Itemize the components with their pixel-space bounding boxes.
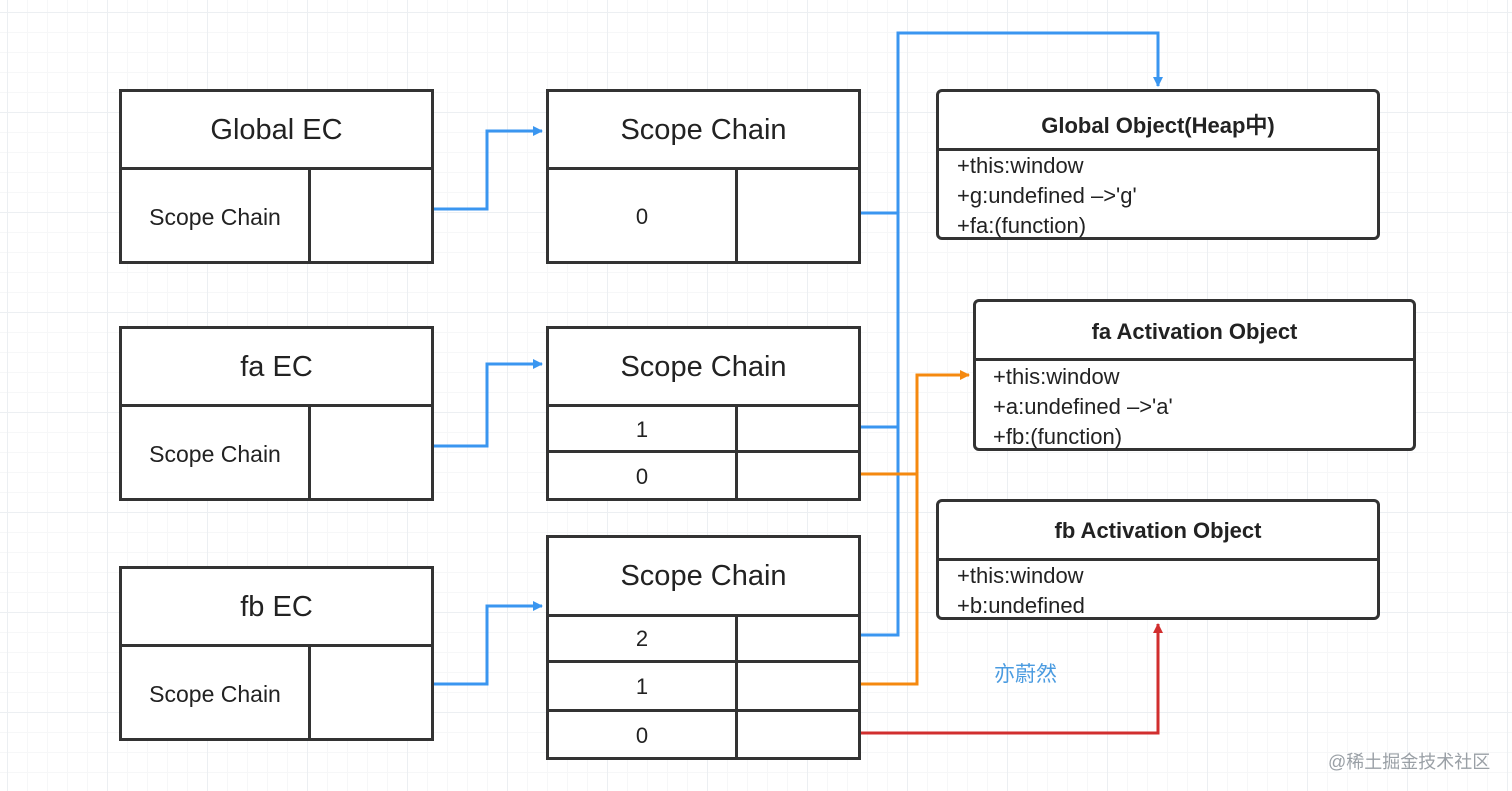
fa-activation-object-title: fa Activation Object [1091,319,1298,344]
global-object-box: Global Object(Heap中) +this:window +g:und… [936,89,1380,240]
global-ec-to-scope-arrow [433,126,543,211]
fa-scope-index-1: 1 [635,417,649,442]
fa-ec-title: fa EC [240,351,313,383]
blue-to-global-object-arrow [860,31,1163,215]
fa-ec-box: fa EC Scope Chain [119,326,434,501]
fa-activation-object-line-3: +fb:(function) [993,424,1123,449]
fb-activation-object-box: fb Activation Object +this:window +b:und… [936,499,1380,620]
fb-scope-index-0: 0 [635,723,649,748]
fb-activation-object-title: fb Activation Object [1054,518,1262,543]
fb-scope-chain-title: Scope Chain [620,560,787,592]
fb-scope-index-1: 1 [635,674,649,699]
red-to-fb-object-arrow [860,623,1163,735]
fb-ec-scope-chain-label: Scope Chain [149,681,281,707]
fb-activation-object-line-2: +b:undefined [957,593,1085,618]
global-ec-title: Global EC [210,114,343,146]
author-annotation: 亦蔚然 [994,663,1057,686]
orange-to-fa-object-arrow [860,370,970,476]
fa-scope-chain-title: Scope Chain [620,351,787,383]
global-ec-box: Global EC Scope Chain [119,89,434,264]
global-object-line-3: +fa:(function) [957,213,1087,238]
fa-ec-scope-chain-label: Scope Chain [149,441,281,467]
fa-activation-object-line-1: +this:window [993,364,1120,389]
fa-activation-object-box: fa Activation Object +this:window +a:und… [973,299,1416,451]
global-object-title: Global Object(Heap中) [1041,113,1275,138]
fb-activation-object-line-1: +this:window [957,563,1084,588]
fa-scope-chain-box: Scope Chain 1 0 [546,326,861,501]
global-scope-chain-box: Scope Chain 0 [546,89,861,264]
watermark: @稀土掘金技术社区 [1328,752,1491,772]
global-ec-scope-chain-label: Scope Chain [149,204,281,230]
global-scope-index-0: 0 [635,204,649,229]
fa-scope-index-0: 0 [635,464,649,489]
fb-ec-to-scope-arrow [433,601,543,686]
global-object-line-1: +this:window [957,153,1084,178]
fb-ec-box: fb EC Scope Chain [119,566,434,741]
fb-ec-title: fb EC [240,591,313,623]
global-scope-chain-title: Scope Chain [620,114,787,146]
fb-index2-to-global-line [860,205,900,637]
fa-ec-to-scope-arrow [433,359,543,448]
fb-scope-index-2: 2 [635,626,649,651]
global-object-line-2: +g:undefined –>'g' [957,183,1137,208]
fb-scope-chain-box: Scope Chain 2 1 0 [546,535,861,760]
fa-activation-object-line-2: +a:undefined –>'a' [993,394,1173,419]
fb-index1-to-fa-line [860,470,919,686]
